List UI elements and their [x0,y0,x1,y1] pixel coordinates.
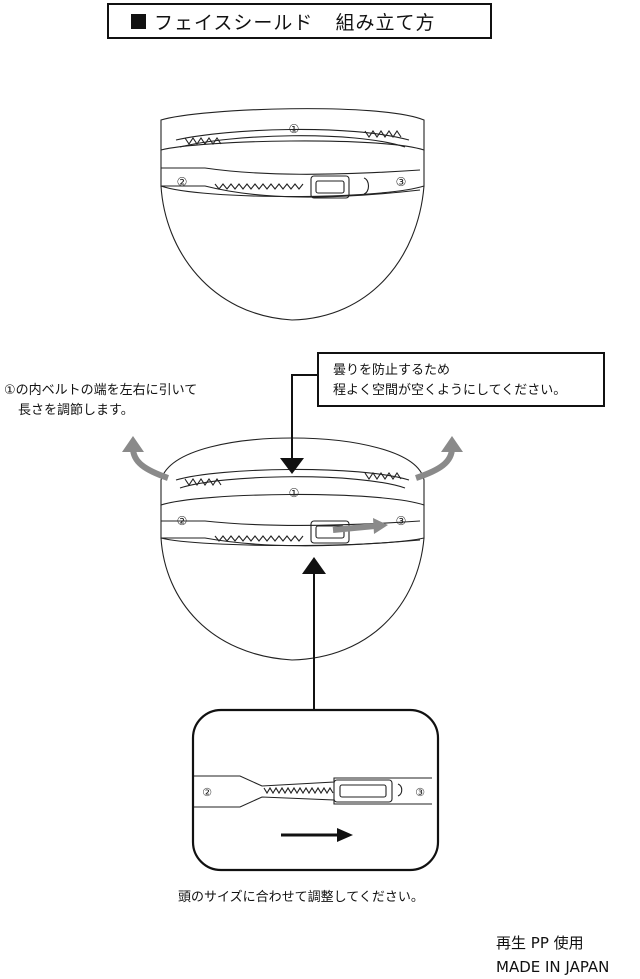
callout-box: 曇りを防止するため 程よく空間が空くようにしてください。 [317,352,605,407]
instruction-bottom: 頭のサイズに合わせて調整してください。 [178,890,424,905]
callout-line1: 曇りを防止するため [333,363,451,378]
label-2-detail: ② [202,786,212,799]
instruction-left: ①の内ベルトの端を左右に引いて 長さを調節します。 [4,381,197,421]
label-3-detail: ③ [415,786,425,799]
label-3: ③ [396,175,407,189]
callout-line2: 程よく空間が空くようにしてください。 [333,383,567,398]
arrow-left-icon [130,447,169,481]
label-2: ② [177,175,188,189]
shield-top [160,108,425,321]
arrow-right-icon [415,447,455,481]
title-text: フェイスシールド [154,11,314,34]
arrow-up-icon [302,557,326,574]
material-text: 再生 PP 使用 [496,934,584,952]
label-3-middle: ③ [396,514,407,528]
label-1: ① [289,122,300,136]
title-subtitle: 組み立て方 [335,11,436,34]
callout-leader [291,374,317,460]
instruction-left-line2: 長さを調節します。 [18,403,134,418]
instruction-left-line1: ①の内ベルトの端を左右に引いて [4,383,198,398]
arrow-down-icon [280,458,304,474]
shield-middle [160,437,425,661]
arrow-strap-icon [332,523,376,533]
label-2-middle: ② [177,514,188,528]
square-icon [131,13,146,29]
label-1-middle: ① [289,486,300,500]
title-box: フェイスシールド 組み立て方 [107,3,492,39]
detail-box: ② ③ [191,708,440,872]
origin-text: MADE IN JAPAN [496,958,610,976]
arrow-right-detail-icon [337,828,353,842]
